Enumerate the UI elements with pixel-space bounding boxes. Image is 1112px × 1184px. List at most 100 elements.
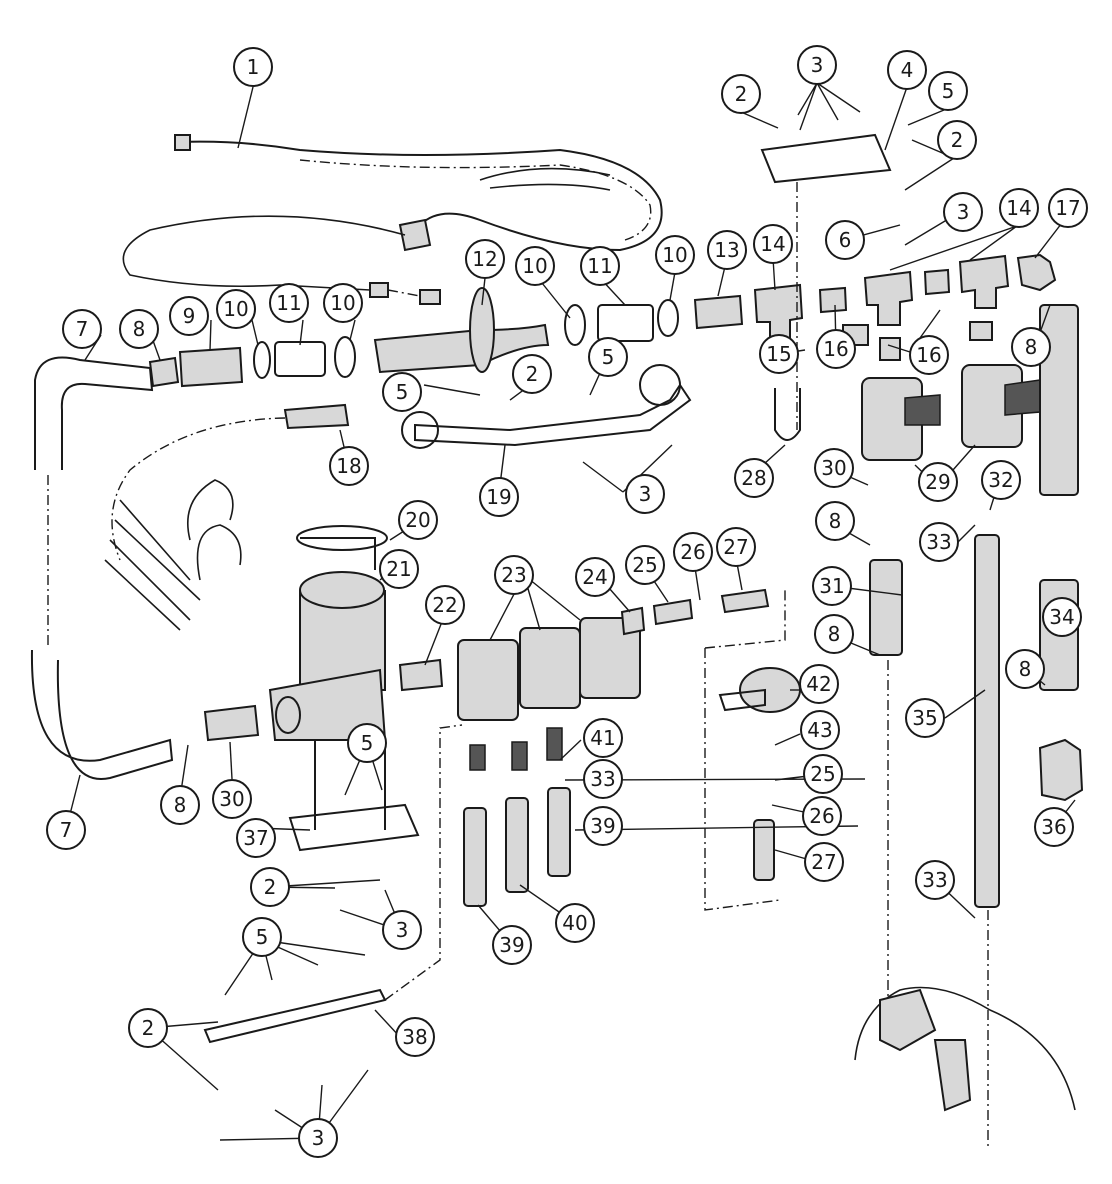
callout-38: 38 — [395, 1017, 435, 1057]
faucet-sketch — [854, 660, 1076, 1150]
callout-5: 5 — [588, 337, 628, 377]
callout-8: 8 — [1005, 649, 1045, 689]
svg-text:8: 8 — [174, 793, 187, 817]
callout-31: 31 — [812, 566, 852, 606]
callout-35: 35 — [905, 698, 945, 738]
svg-text:2: 2 — [264, 875, 277, 899]
svg-text:16: 16 — [823, 337, 848, 361]
svg-text:30: 30 — [821, 456, 846, 480]
svg-text:2: 2 — [526, 362, 539, 386]
svg-text:7: 7 — [60, 818, 73, 842]
svg-text:11: 11 — [276, 291, 301, 315]
svg-text:30: 30 — [219, 787, 244, 811]
svg-text:35: 35 — [912, 706, 937, 730]
svg-text:13: 13 — [714, 238, 739, 262]
callout-3: 3 — [298, 1118, 338, 1158]
callout-10: 10 — [216, 289, 256, 329]
callout-18: 18 — [329, 446, 369, 486]
svg-text:32: 32 — [988, 468, 1013, 492]
callout-26: 26 — [673, 532, 713, 572]
svg-text:26: 26 — [809, 804, 834, 828]
svg-text:11: 11 — [587, 254, 612, 278]
callout-37: 37 — [236, 818, 276, 858]
svg-text:37: 37 — [243, 826, 268, 850]
callout-3: 3 — [943, 192, 983, 232]
svg-text:41: 41 — [590, 726, 615, 750]
pressure-gauge-group — [704, 588, 801, 911]
svg-text:33: 33 — [590, 767, 615, 791]
callout-34: 34 — [1042, 597, 1082, 637]
svg-text:10: 10 — [522, 254, 547, 278]
callout-2: 2 — [128, 1008, 168, 1048]
svg-text:3: 3 — [811, 53, 824, 77]
solenoid-valves — [457, 617, 641, 907]
callout-26: 26 — [802, 796, 842, 836]
fitting-22 — [398, 658, 444, 692]
hose-upper-7 — [34, 356, 154, 470]
callout-28: 28 — [734, 458, 774, 498]
callout-5: 5 — [382, 372, 422, 412]
svg-text:8: 8 — [828, 622, 841, 646]
svg-text:7: 7 — [76, 317, 89, 341]
callout-17: 17 — [1048, 188, 1088, 228]
strap-dash — [384, 724, 463, 1001]
callout-10: 10 — [655, 235, 695, 275]
svg-text:2: 2 — [951, 128, 964, 152]
callout-2: 2 — [250, 867, 290, 907]
svg-text:31: 31 — [819, 574, 844, 598]
svg-text:2: 2 — [142, 1016, 155, 1040]
callout-30: 30 — [212, 779, 252, 819]
ball-valves — [861, 364, 1041, 461]
callout-8: 8 — [1011, 327, 1051, 367]
svg-text:10: 10 — [223, 297, 248, 321]
callout-43: 43 — [800, 710, 840, 750]
callout-5: 5 — [928, 71, 968, 111]
svg-text:22: 22 — [432, 593, 457, 617]
callout-25: 25 — [803, 754, 843, 794]
svg-text:9: 9 — [183, 304, 196, 328]
callout-3: 3 — [797, 45, 837, 85]
callout-10: 10 — [323, 283, 363, 323]
svg-text:12: 12 — [472, 247, 497, 271]
callout-16: 16 — [909, 335, 949, 375]
callout-11: 11 — [580, 246, 620, 286]
connector-36 — [1038, 738, 1084, 802]
callout-42: 42 — [799, 664, 839, 704]
svg-text:5: 5 — [396, 380, 409, 404]
callout-27: 27 — [716, 527, 756, 567]
callout-2: 2 — [721, 74, 761, 114]
svg-text:10: 10 — [662, 243, 687, 267]
svg-text:27: 27 — [811, 850, 836, 874]
pump-motor — [268, 525, 388, 741]
svg-text:29: 29 — [925, 470, 950, 494]
svg-text:1: 1 — [247, 55, 260, 79]
callout-6: 6 — [825, 220, 865, 260]
mounting-bracket — [401, 364, 692, 449]
callout-2: 2 — [512, 354, 552, 394]
callout-25: 25 — [625, 545, 665, 585]
svg-text:8: 8 — [1019, 657, 1032, 681]
callout-15: 15 — [759, 334, 799, 374]
svg-text:33: 33 — [922, 868, 947, 892]
svg-text:39: 39 — [590, 814, 615, 838]
svg-text:43: 43 — [807, 718, 832, 742]
callout-16: 16 — [816, 329, 856, 369]
svg-text:33: 33 — [926, 530, 951, 554]
svg-text:23: 23 — [501, 563, 526, 587]
svg-text:5: 5 — [602, 345, 615, 369]
svg-text:36: 36 — [1041, 815, 1066, 839]
svg-text:15: 15 — [766, 342, 791, 366]
callout-23: 23 — [494, 555, 534, 595]
callout-7: 7 — [62, 309, 102, 349]
callout-40: 40 — [555, 903, 595, 943]
callout-3: 3 — [382, 910, 422, 950]
svg-text:28: 28 — [741, 466, 766, 490]
wire-harness-lower — [104, 403, 350, 631]
callout-8: 8 — [160, 785, 200, 825]
svg-text:20: 20 — [405, 508, 430, 532]
callout-33: 33 — [583, 759, 623, 799]
svg-text:39: 39 — [499, 933, 524, 957]
callout-1: 1 — [233, 47, 273, 87]
svg-text:6: 6 — [839, 228, 852, 252]
fitting-30-left — [203, 704, 260, 742]
